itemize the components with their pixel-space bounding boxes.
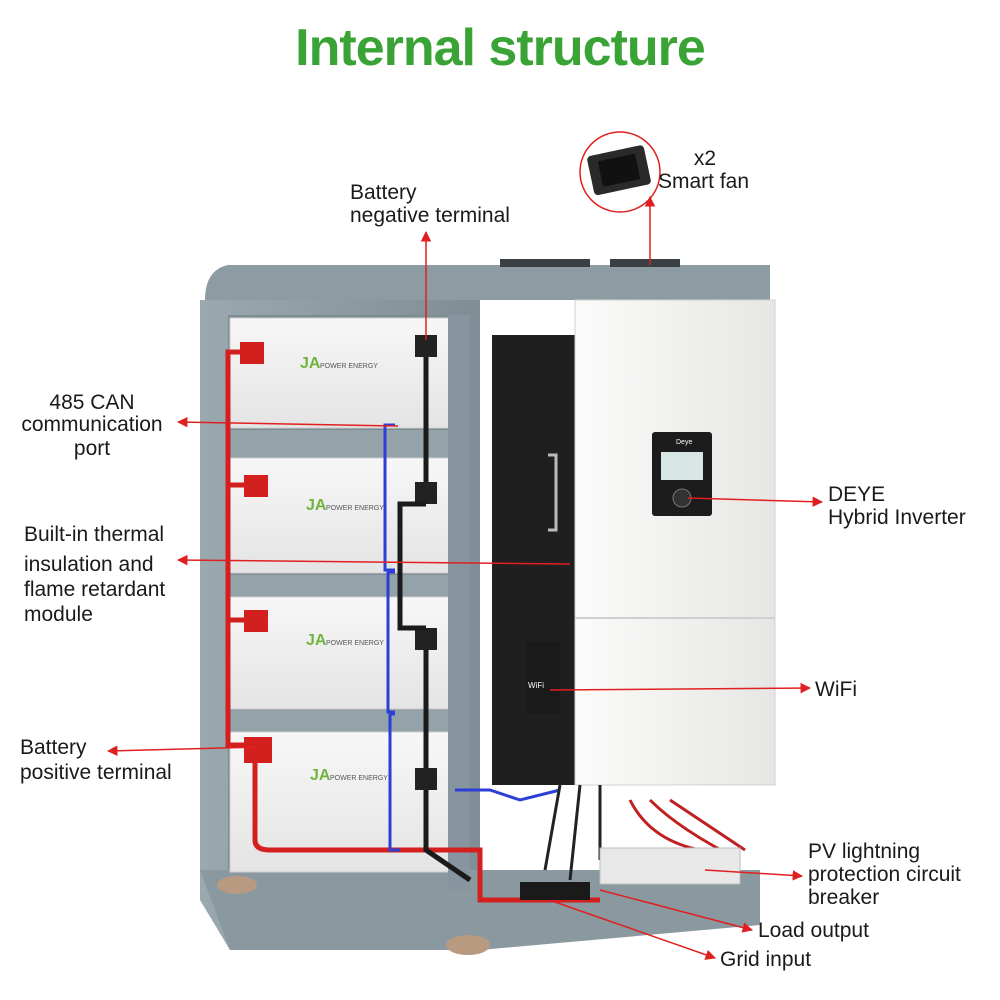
cabinet-foot [446, 935, 490, 955]
top-vent-2 [610, 259, 680, 267]
label-inverter-line2: Hybrid Inverter [828, 506, 966, 529]
battery-brand-power: POWER ENERGY [326, 640, 384, 647]
label-thermal-line4: module [24, 603, 93, 626]
label-can-port-line1: 485 CAN [49, 391, 135, 414]
callout-wifi [549, 682, 812, 694]
battery-brand-power: POWER ENERGY [320, 363, 378, 370]
positive-cable [225, 349, 600, 903]
cabinet-base [200, 870, 760, 950]
label-wifi: WiFi [815, 678, 857, 701]
battery-brand-ja: JA [300, 355, 321, 372]
callout-positive-terminal [106, 745, 259, 756]
label-grid-input: Grid input [720, 948, 812, 971]
top-vent-1 [500, 259, 590, 267]
housing-handle [548, 453, 558, 532]
positive-terminal [240, 342, 272, 763]
label-inverter-line1: DEYE [828, 483, 886, 506]
battery-brand-power: POWER ENERGY [330, 775, 388, 782]
inverter-logo: Deye [676, 439, 692, 446]
inverter-side-housing [492, 335, 587, 785]
negative-terminal [415, 482, 437, 504]
communication-cable [383, 423, 561, 852]
battery-brand-ja: JA [306, 497, 327, 514]
svg-text:WiFi: WiFi [528, 681, 544, 690]
pv-breaker-unit [599, 847, 741, 885]
label-load-output: Load output [758, 919, 869, 942]
smart-fan-icon [587, 145, 651, 196]
frame-separator [228, 430, 466, 458]
label-can-port-line3: port [73, 437, 111, 460]
label-negative-terminal-line2: negative terminal [350, 204, 510, 227]
negative-terminal [415, 768, 437, 790]
page-title: Internal structure [295, 19, 706, 77]
frame-separator [228, 710, 466, 732]
negative-terminal [415, 628, 437, 650]
frame-column [448, 315, 470, 890]
label-pv-line3: breaker [808, 886, 880, 909]
battery-brand-ja: JA [310, 767, 331, 784]
label-positive-terminal-line2: positive terminal [20, 761, 172, 784]
label-positive-terminal-line1: Battery [20, 736, 87, 759]
cabinet-top [205, 265, 770, 300]
battery-brand-power: POWER ENERGY [326, 505, 384, 512]
wifi-module: WiFi [526, 642, 560, 714]
callout-lines [106, 195, 824, 960]
label-fan-count: x2 [693, 147, 717, 170]
callout-pv-breaker [704, 869, 804, 881]
label-can-port-line2: communication [21, 413, 163, 436]
negative-terminal [415, 335, 437, 357]
battery-module-1: JA POWER ENERGY [229, 317, 453, 429]
inverter-screen [661, 452, 703, 480]
label-thermal-line2: insulation and [24, 553, 154, 576]
label-negative-terminal-line1: Battery [350, 181, 417, 204]
label-thermal-line3: flame retardant [24, 578, 166, 601]
cabinet-foot [217, 876, 257, 894]
callout-grid-input [554, 901, 716, 960]
inverter-body: Deye [574, 299, 776, 786]
negative-cable [397, 357, 472, 883]
callout-inverter [687, 496, 824, 507]
callout-can-port [176, 416, 399, 428]
label-thermal-line1: Built-in thermal [24, 523, 165, 546]
callout-thermal-module [176, 554, 571, 566]
label-pv-line1: PV lightning [808, 840, 921, 863]
callout-load-output [599, 889, 754, 933]
label-pv-line2: protection circuit [808, 863, 961, 886]
frame-separator [228, 575, 466, 597]
terminal-block [520, 882, 590, 900]
battery-brand-ja: JA [306, 632, 327, 649]
label-smart-fan: Smart fan [658, 170, 750, 193]
